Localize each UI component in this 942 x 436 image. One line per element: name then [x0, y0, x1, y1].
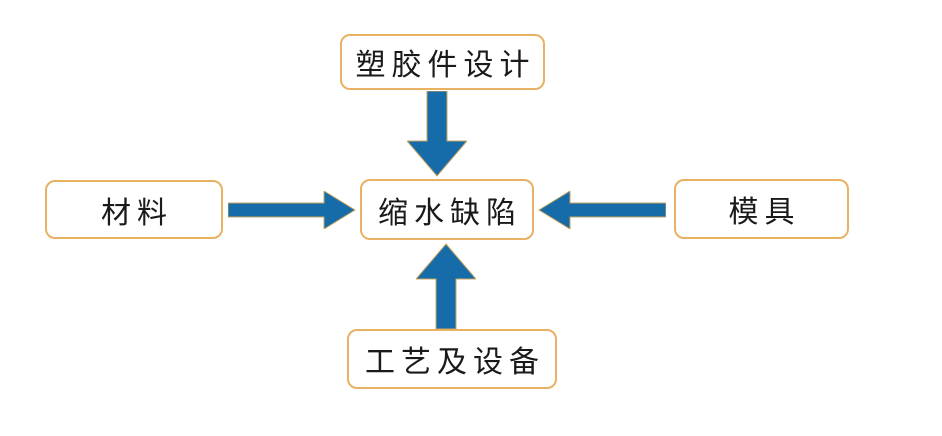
- node-shrinkage-defect: 缩水缺陷: [360, 179, 534, 240]
- arrow-down-icon: [407, 91, 467, 177]
- arrow-up-icon: [416, 243, 476, 329]
- arrow-left-icon: [538, 191, 666, 229]
- node-mold: 模具: [674, 179, 849, 239]
- node-material: 材料: [45, 180, 223, 239]
- node-plastic-part-design: 塑胶件设计: [340, 34, 545, 90]
- arrow-right-icon: [228, 191, 356, 229]
- node-process-and-equipment: 工艺及设备: [347, 329, 557, 389]
